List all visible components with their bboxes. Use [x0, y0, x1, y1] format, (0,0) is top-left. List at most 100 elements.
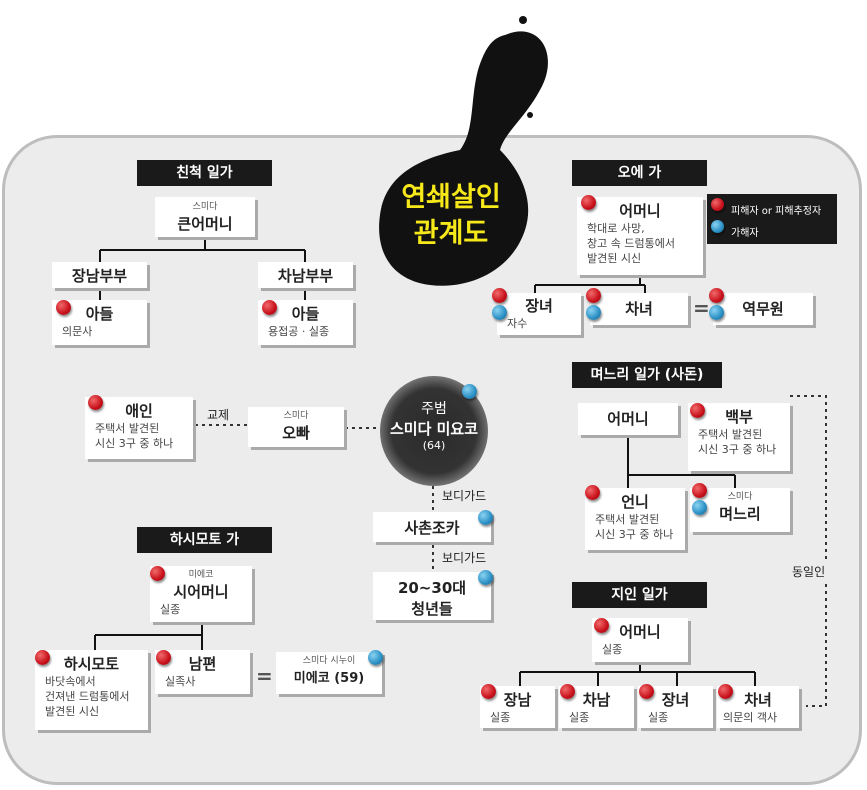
bodyguard-label: 보디가드 — [440, 487, 489, 504]
diagram-title: 연쇄살인 관계도 — [386, 180, 516, 252]
relatives-grandmother-box: 스미다 큰어머니 — [155, 197, 255, 237]
small-label: 스미다 — [283, 411, 309, 421]
oe-mother-box: 어머니 학대로 사망, 창고 속 드럼통에서 발견된 시신 — [577, 197, 703, 275]
victim-pin-icon — [262, 300, 277, 315]
title-line2: 관계도 — [413, 218, 489, 249]
person-note: 용접공 · 실종 — [268, 325, 330, 338]
acquaintance-header: 지인 일가 — [572, 582, 707, 608]
small-label: 미에코 — [188, 570, 214, 580]
person-name: 장녀 — [525, 297, 553, 315]
person-name: 애인 — [125, 402, 153, 420]
person-name: 큰어머니 — [177, 215, 233, 233]
youths-line2: 청년들 — [411, 600, 453, 618]
person-name: 역무원 — [742, 300, 784, 318]
small-label: 스미다 시누이 — [302, 656, 356, 666]
inlaws-mother-box: 어머니 — [578, 403, 678, 435]
youths-line1: 20~30대 — [397, 579, 467, 597]
perpetrator-pin-icon — [368, 650, 383, 665]
person-note: 건져낸 드럼통에서 — [45, 690, 130, 703]
person-name: 어머니 — [619, 202, 661, 220]
victim-pin-icon — [718, 684, 733, 699]
victim-pin-icon — [586, 288, 601, 303]
person-name: 차남부부 — [277, 267, 334, 285]
person-note: 주택서 발견된 — [95, 422, 160, 435]
person-note: 자수 — [507, 317, 528, 330]
person-note: 시신 3구 중 하나 — [698, 443, 777, 456]
person-note: 발견된 시신 — [45, 705, 100, 718]
lover-box: 애인 주택서 발견된 시신 3구 중 하나 — [85, 397, 193, 459]
person-name: 시어머니 — [173, 583, 229, 601]
cousin-box: 사촌조카 — [373, 512, 491, 542]
person-note: 학대로 사망, — [587, 222, 645, 235]
person-name: 장녀 — [661, 691, 690, 709]
person-note: 실종 — [490, 711, 511, 724]
perpetrator-pin-icon — [478, 570, 493, 585]
victim-pin-icon — [585, 485, 600, 500]
person-note: 바닷속에서 — [45, 675, 96, 688]
inlaws-uncle-box: 백부 주택서 발견된 시신 3구 중 하나 — [688, 403, 790, 471]
person-note: 실종 — [648, 711, 669, 724]
person-name: 아들 — [85, 305, 114, 323]
victim-pin-icon — [690, 403, 705, 418]
person-note: 실종 — [569, 711, 590, 724]
person-name: 어머니 — [619, 623, 661, 641]
person-name: 차녀 — [625, 300, 653, 318]
person-name: 장남부부 — [71, 267, 128, 285]
person-note: 실종 — [160, 603, 181, 616]
person-note: 주택서 발견된 — [698, 428, 763, 441]
bodyguard-label: 보디가드 — [440, 549, 489, 566]
legend: 피해자 or 피해추정자 가해자 — [707, 194, 837, 244]
victim-pin-icon — [150, 566, 165, 581]
title-line1: 연쇄살인 — [401, 182, 501, 213]
victim-pin-icon — [709, 288, 724, 303]
victim-pin-icon — [581, 195, 596, 210]
main-age: (64) — [422, 439, 446, 452]
person-name: 미에코 (59) — [293, 671, 365, 686]
victim-pin-icon — [56, 300, 71, 315]
person-name: 아들 — [291, 305, 320, 323]
victim-pin-icon — [692, 483, 707, 498]
hashimoto-box: 하시모토 바닷속에서 건져낸 드럼통에서 발견된 시신 — [35, 650, 148, 730]
second-couple-box: 차남부부 — [258, 262, 353, 288]
person-note: 시신 3구 중 하나 — [95, 437, 174, 450]
person-name: 어머니 — [607, 410, 649, 428]
small-label: 스미다 — [727, 492, 753, 502]
oe-header: 오에 가 — [572, 160, 707, 186]
victim-pin-icon — [156, 650, 171, 665]
inlaws-sister-box: 언니 주택서 발견된 시신 3구 중 하나 — [585, 488, 685, 550]
person-note: 시신 3구 중 하나 — [595, 528, 674, 541]
person-name: 사촌조카 — [404, 519, 460, 537]
shimomoto-header: 하시모토 가 — [137, 527, 272, 553]
person-name: 남편 — [188, 655, 217, 673]
perpetrator-pin-icon — [692, 500, 707, 515]
person-name: 며느리 — [719, 505, 761, 523]
exchange-label: 교제 — [205, 406, 232, 423]
oe-eldest-daughter-box: 장녀 자수 — [497, 293, 581, 335]
eldest-couple-box: 장남부부 — [52, 262, 147, 288]
perpetrator-pin-icon — [478, 510, 493, 525]
victim-pin-icon — [560, 684, 575, 699]
person-note: 창고 속 드럼통에서 — [587, 237, 675, 250]
oe-second-daughter-box: 차녀 — [590, 293, 688, 325]
person-note: 실종 — [602, 643, 623, 656]
victim-pin-icon — [492, 288, 507, 303]
perpetrator-pin-icon — [586, 305, 601, 320]
youths-box: 20~30대 청년들 — [373, 572, 491, 620]
perpetrator-pin-icon — [492, 305, 507, 320]
person-name: 오빠 — [282, 424, 310, 442]
person-name: 장남 — [503, 691, 532, 709]
mieko-box: 스미다 시누이 미에코 (59) — [276, 652, 382, 694]
brother-box: 스미다 오빠 — [248, 407, 344, 447]
legend-perpetrator-label: 가해자 — [731, 228, 759, 239]
small-label: 스미다 — [192, 202, 218, 212]
victim-pin-icon — [481, 684, 496, 699]
main-name: 스미다 미요코 — [389, 420, 479, 438]
relatives-header: 친척 일가 — [137, 160, 272, 186]
person-note: 의문의 객사 — [723, 711, 778, 724]
victim-pin-icon — [711, 198, 724, 211]
oe-station-worker-box: 역무원 — [713, 293, 813, 325]
perpetrator-pin-icon — [711, 220, 724, 233]
same-person-label: 동일인 — [790, 563, 828, 580]
person-name: 언니 — [621, 493, 649, 511]
